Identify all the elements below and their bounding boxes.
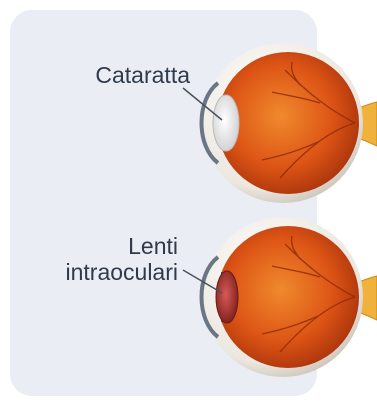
implant-lens-bottom — [216, 271, 238, 323]
eye-intraocular-lens — [183, 217, 377, 377]
cloudy-lens-top — [213, 95, 239, 151]
eye-cataract — [183, 43, 377, 203]
